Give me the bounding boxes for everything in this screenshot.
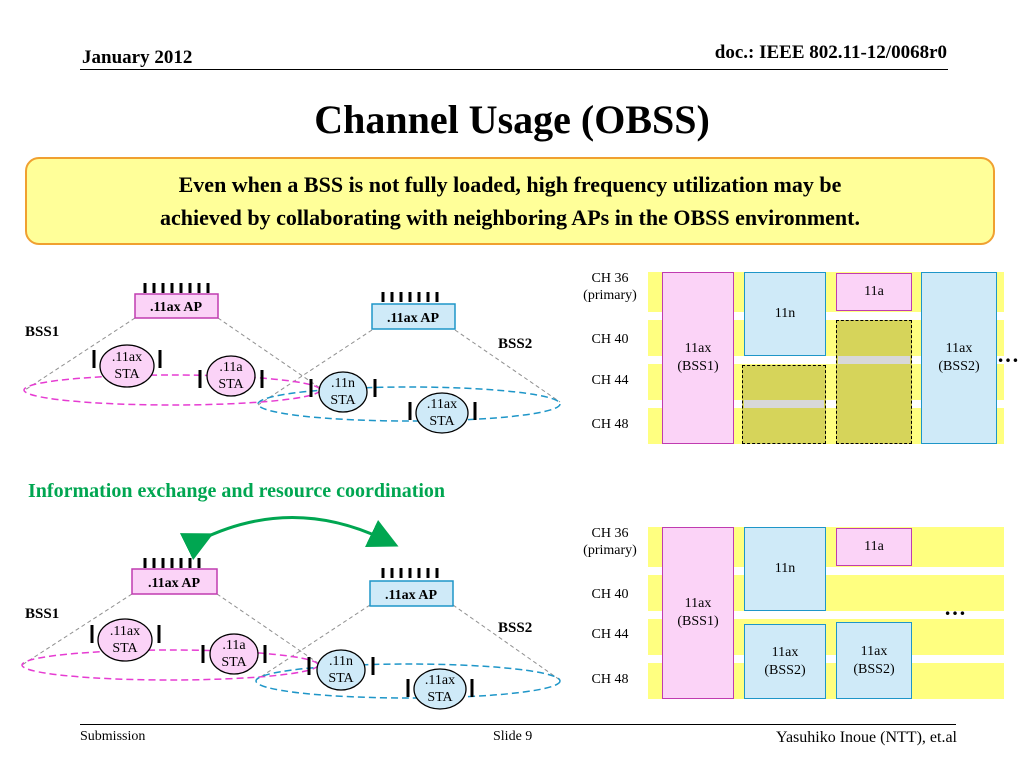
sta-antenna-bars (92, 350, 477, 420)
footer-rule (80, 724, 956, 725)
ellipsis-bottom: … (944, 595, 966, 620)
bss2-label: BSS2 (498, 336, 532, 352)
footer-submission: Submission (80, 729, 146, 744)
sta-11n-bss2-b (316, 649, 366, 691)
svg-text:STA: STA (114, 367, 140, 382)
ap1-antenna-icon-b (143, 558, 201, 568)
block-11a-bottom: 11a (836, 528, 912, 566)
block-11ax-bss2-bottom-2: 11ax(BSS2) (836, 622, 912, 699)
obss-topology-diagram-top: .11ax AP .11ax AP BSS1 BSS2 .11ax STA .1… (23, 283, 561, 434)
ch44-label-top: CH 44 (591, 373, 629, 388)
svg-text:BSS2: BSS2 (498, 620, 532, 636)
svg-text:BSS1: BSS1 (25, 606, 59, 622)
svg-text:.11ax: .11ax (427, 397, 457, 412)
sta-11ax-bss1 (99, 344, 155, 388)
bss2-coverage-ellipse (257, 386, 561, 422)
bss1-coverage-ellipse-b (21, 649, 319, 681)
bss1-coverage-ellipse (23, 374, 321, 406)
block-11ax-bss1-bottom: 11ax(BSS1) (662, 527, 734, 699)
svg-text:STA: STA (328, 671, 354, 686)
sta-11a-bss1 (206, 355, 256, 397)
ap2-label: .11ax AP (387, 311, 440, 326)
bss1-label: BSS1 (25, 324, 59, 340)
ap1-box (134, 293, 219, 319)
svg-text:.11ax: .11ax (112, 350, 142, 365)
block-11ax-bss2-bottom-1: 11ax(BSS2) (744, 624, 826, 699)
ap1-box-b (131, 568, 218, 595)
svg-text:.11n: .11n (331, 376, 355, 391)
svg-text:.11ax AP: .11ax AP (385, 588, 438, 603)
footer-slide-number: Slide 9 (493, 729, 533, 744)
ap1-label: .11ax AP (150, 300, 203, 315)
sta-11n-bss2 (318, 371, 368, 413)
block-11a-top: 11a (836, 273, 912, 311)
svg-text:.11a: .11a (222, 638, 246, 653)
callout-line-2: achieved by collaborating with neighbori… (159, 205, 860, 230)
svg-text:STA: STA (330, 393, 356, 408)
header-rule (80, 69, 948, 70)
coordination-arrow-icon (179, 516, 399, 561)
svg-text:.11n: .11n (329, 654, 353, 669)
sta-11ax-bss1-b (97, 618, 153, 662)
ap2-box (371, 303, 456, 330)
ch48-label-bottom: CH 48 (591, 672, 629, 687)
ap2-antenna-icon-b (381, 568, 439, 578)
svg-text:.11ax: .11ax (425, 673, 455, 688)
sta-11a-bss1-b (209, 633, 259, 675)
svg-text:STA: STA (429, 414, 455, 429)
svg-text:.11ax: .11ax (110, 624, 140, 639)
ch48-label-top: CH 48 (591, 417, 629, 432)
svg-text:STA: STA (221, 655, 247, 670)
block-11ax-bss2-top: 11ax(BSS2) (921, 272, 997, 444)
slide-title: Channel Usage (OBSS) (314, 97, 710, 142)
svg-text:.11ax AP: .11ax AP (148, 576, 201, 591)
block-11ax-bss1-top: 11ax(BSS1) (662, 272, 734, 444)
callout-line-1: Even when a BSS is not fully loaded, hig… (178, 172, 842, 197)
block-11n-bottom: 11n (744, 527, 826, 611)
ch44-label-bottom: CH 44 (591, 627, 629, 642)
ch40-label-top: CH 40 (591, 332, 629, 347)
summary-callout: Even when a BSS is not fully loaded, hig… (25, 157, 995, 245)
bss2-coverage-ellipse-b (255, 663, 561, 699)
ch36-label-bottom: CH 36(primary) (583, 526, 637, 558)
obss-topology-diagram-bottom: .11ax AP .11ax AP BSS1 BSS2 .11ax STA .1… (21, 516, 561, 710)
sta-11ax-bss2 (415, 392, 469, 434)
ch40-label-bottom: CH 40 (591, 587, 629, 602)
svg-text:STA: STA (112, 641, 138, 656)
ch36-label-top: CH 36(primary) (583, 271, 637, 303)
ap1-antenna-icon (143, 283, 210, 293)
coordination-label: Information exchange and resource coordi… (28, 480, 446, 502)
ellipsis-top: … (997, 342, 1019, 367)
header-doc-id: doc.: IEEE 802.11-12/0068r0 (714, 42, 947, 63)
svg-text:.11a: .11a (219, 360, 243, 375)
svg-text:STA: STA (427, 690, 453, 705)
svg-text:STA: STA (218, 377, 244, 392)
footer-author: Yasuhiko Inoue (NTT), et.al (775, 729, 957, 746)
block-11n-top: 11n (744, 272, 826, 356)
sta-11ax-bss2-b (413, 668, 467, 710)
ap2-antenna-icon (381, 292, 439, 302)
block-idle-ch40-48-top (836, 320, 912, 444)
header-date: January 2012 (82, 47, 193, 68)
ap2-box-b (369, 580, 454, 607)
